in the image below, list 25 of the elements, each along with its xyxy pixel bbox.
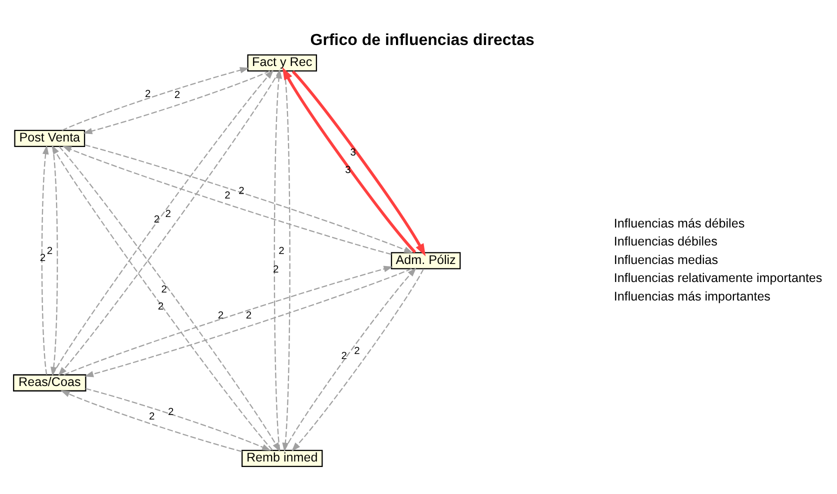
edge-label: 2 bbox=[354, 345, 360, 356]
edge-label: 3 bbox=[350, 147, 356, 158]
edge-label: 2 bbox=[272, 264, 278, 275]
edge-label: 2 bbox=[144, 88, 150, 100]
legend-label: Influencias relativamente importantes bbox=[613, 270, 822, 285]
edge-label: 2 bbox=[153, 214, 160, 225]
edge-label: 2 bbox=[245, 310, 252, 321]
legend-label: Influencias más importantes bbox=[613, 288, 770, 303]
edge-label: 2 bbox=[278, 245, 284, 256]
edge-label: 2 bbox=[148, 411, 154, 422]
edge-label: 2 bbox=[174, 89, 180, 100]
edge-label: 2 bbox=[160, 284, 166, 295]
edge-label: 2 bbox=[238, 186, 244, 197]
legend-label: Influencias débiles bbox=[613, 234, 717, 248]
legend-label: Influencias medias bbox=[613, 252, 718, 266]
edge-label: 2 bbox=[168, 406, 174, 418]
edge-label: 2 bbox=[164, 208, 170, 220]
edge-label: 2 bbox=[46, 245, 52, 256]
edge-label: 2 bbox=[224, 190, 230, 202]
edge-label: 2 bbox=[217, 310, 224, 322]
edge-label: 2 bbox=[340, 350, 346, 362]
diagram-title: Grfico de influencias directas bbox=[310, 31, 534, 48]
edge-label: 2 bbox=[157, 301, 164, 312]
legend-label: Influencias más débiles bbox=[613, 216, 744, 230]
edge-label: 2 bbox=[39, 252, 46, 264]
